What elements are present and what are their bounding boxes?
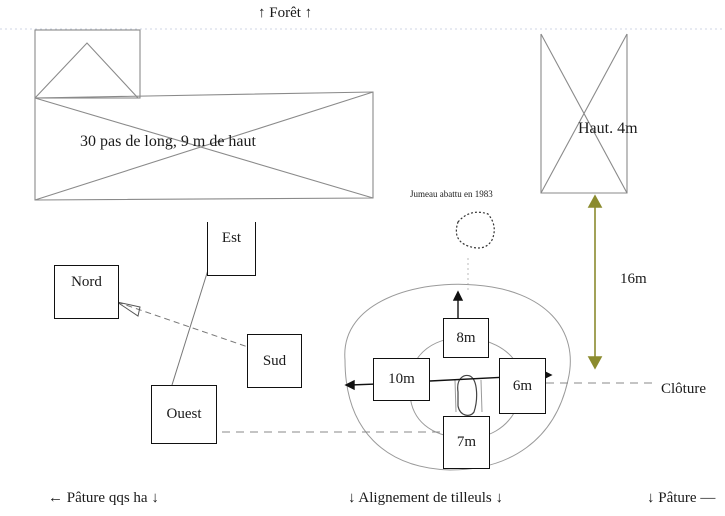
tower-drawing bbox=[540, 33, 628, 194]
bottom-center-label: ↓ Alignement de tilleuls ↓ bbox=[348, 490, 503, 506]
compass-lines bbox=[116, 269, 249, 386]
ouest-box: Ouest bbox=[151, 385, 217, 444]
nord-box: Nord bbox=[54, 265, 119, 319]
measure-east-box: 6m bbox=[499, 358, 546, 414]
sud-box: Sud bbox=[247, 334, 302, 388]
distance-arrow bbox=[587, 194, 603, 370]
measure-8m-label: 8m bbox=[456, 329, 476, 346]
est-label: Est bbox=[221, 230, 242, 246]
measure-10m-label: 10m bbox=[388, 371, 415, 387]
est-box: Est bbox=[207, 222, 256, 276]
measure-6m-label: 6m bbox=[512, 377, 533, 394]
barn-drawing bbox=[34, 29, 374, 201]
barn-label: 30 pas de long, 9 m de haut bbox=[80, 133, 256, 150]
tower-label: Haut. 4m bbox=[578, 120, 638, 137]
sud-label: Sud bbox=[262, 352, 287, 369]
bottom-left-label: ← Pâture qqs ha ↓ bbox=[48, 490, 159, 506]
measure-west-box: 10m bbox=[373, 358, 430, 401]
measure-south-box: 7m bbox=[443, 416, 490, 469]
forest-label: ↑ Forêt ↑ bbox=[258, 5, 313, 21]
ouest-label: Ouest bbox=[166, 406, 202, 422]
felled-twin-label: Jumeau abattu en 1983 bbox=[410, 189, 493, 199]
fence-label: Clôture bbox=[661, 381, 706, 397]
measure-7m-label: 7m bbox=[456, 434, 477, 450]
distance-label: 16m bbox=[620, 271, 647, 287]
fence-line bbox=[222, 382, 655, 433]
bottom-right-label: ↓ Pâture — bbox=[647, 490, 716, 506]
measure-north-box: 8m bbox=[443, 318, 489, 358]
felled-twin-outline bbox=[455, 211, 495, 249]
nord-label: Nord bbox=[71, 274, 102, 290]
